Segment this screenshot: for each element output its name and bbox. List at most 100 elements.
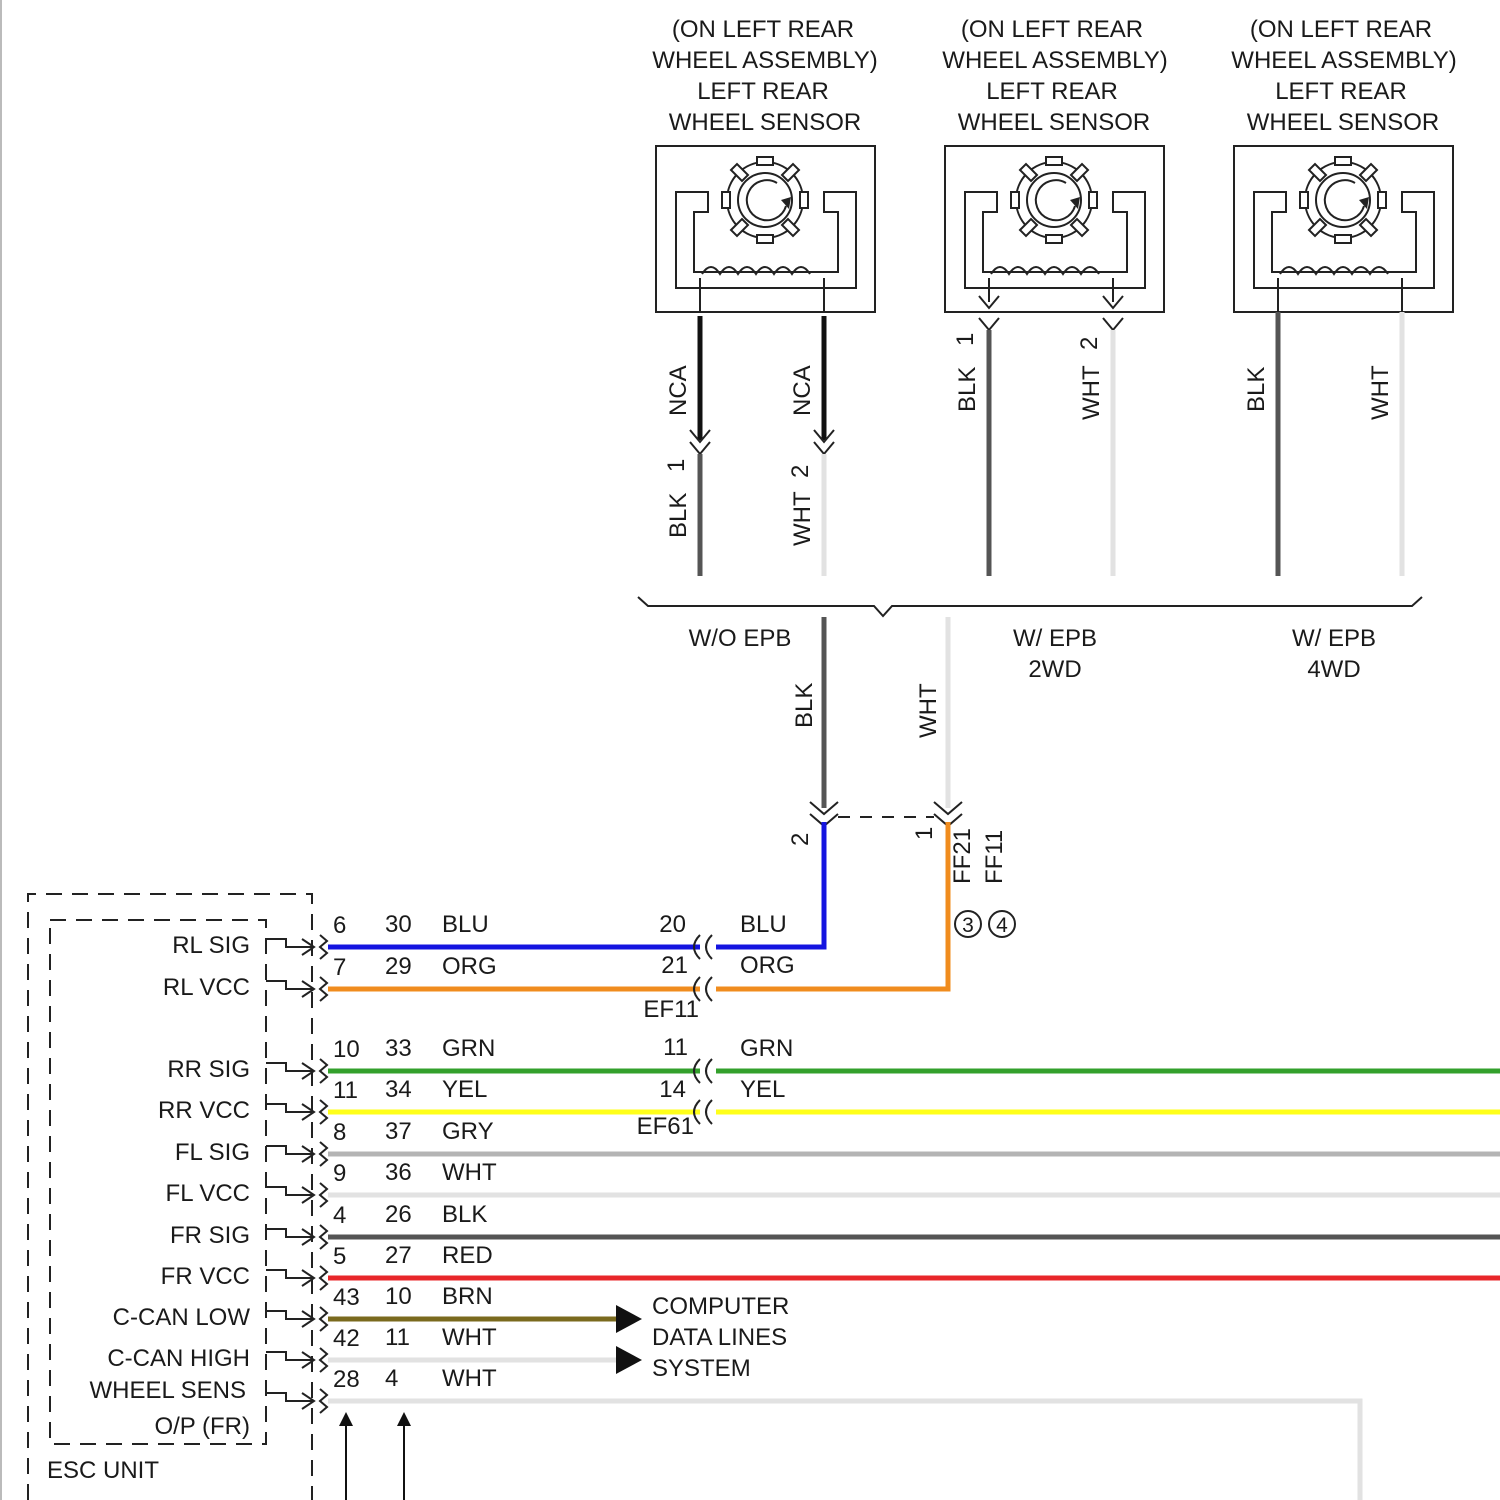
esc-pin-number-b: 30 [385, 911, 412, 938]
connector-ef11-label: EF11 [643, 996, 699, 1023]
data-lines-label-line2: DATA LINES [652, 1324, 787, 1351]
esc-pin-number-a: 43 [333, 1284, 360, 1311]
variant-bracket [638, 597, 1422, 616]
esc-pin-color: GRY [442, 1118, 494, 1145]
sensor-1-connector [690, 430, 834, 454]
esc-pin-number-b: 11 [385, 1324, 410, 1351]
esc-terminal-icon [320, 1307, 327, 1331]
esc-pin-number-b: 4 [385, 1365, 398, 1392]
esc-terminal-icon [320, 977, 327, 1001]
inline-pin-14: 14 [659, 1076, 686, 1103]
esc-terminal-icon [320, 935, 327, 959]
esc-pin-label: FL VCC [166, 1180, 250, 1207]
variant-2-label-line1: W/ EPB [1013, 625, 1097, 652]
sensor-1-pin-1: 1 [663, 459, 690, 472]
trunk-pin-2: 2 [787, 833, 814, 846]
inline-pin-11: 11 [663, 1034, 688, 1061]
sensor-1-name-line1: LEFT REAR [697, 78, 829, 105]
esc-pin-number-a: 10 [333, 1036, 360, 1063]
esc-pin-color: RED [442, 1242, 493, 1269]
sensor-3-name-line2: WHEEL SENSOR [1247, 109, 1439, 136]
inline-pin-21: 21 [661, 952, 688, 979]
esc-pin-number-b: 26 [385, 1201, 412, 1228]
esc-pin-number-a: 11 [333, 1077, 358, 1104]
esc-pin-color: GRN [442, 1035, 495, 1062]
sensor-2-wire-label-blk: BLK [954, 367, 981, 412]
esc-pin-label-line1: WHEEL SENS [90, 1377, 246, 1404]
esc-pin-color: WHT [442, 1159, 497, 1186]
note-4-label: 4 [996, 914, 1008, 937]
sensor-1-wire-label-wht: WHT [789, 491, 816, 546]
esc-pin-color: ORG [442, 953, 497, 980]
esc-pin-label: RL VCC [163, 974, 250, 1001]
esc-pin-label: RR SIG [167, 1056, 250, 1083]
esc-pin-number-a: 28 [333, 1366, 360, 1393]
sensor-2-pin-1: 1 [952, 333, 979, 346]
sensor-2-coil [991, 267, 1099, 274]
esc-pin-number-a: 9 [333, 1160, 346, 1187]
sensor-1-location-line1: (ON LEFT REAR [672, 16, 854, 43]
data-lines-arrow-icon [616, 1305, 642, 1374]
sensor-3: (ON LEFT REAR WHEEL ASSEMBLY) LEFT REAR … [1231, 16, 1456, 312]
esc-pin-label: FR SIG [170, 1222, 250, 1249]
sensor-3-location-line2: WHEEL ASSEMBLY) [1231, 47, 1456, 74]
data-lines-label-line3: SYSTEM [652, 1355, 751, 1382]
inline-color-org: ORG [740, 952, 795, 979]
sensor-1-tone-wheel-icon [722, 157, 808, 243]
sensor-1-coil [702, 267, 810, 274]
upward-arrow-icon [339, 1412, 411, 1500]
trunk-label-wht: WHT [915, 683, 942, 738]
esc-pin-number-b: 33 [385, 1035, 412, 1062]
esc-pin-number-a: 4 [333, 1202, 346, 1229]
sensor-1-name-line2: WHEEL SENSOR [669, 109, 861, 136]
sensor-2-pin-2: 2 [1076, 337, 1103, 350]
esc-pin-number-a: 6 [333, 912, 346, 939]
note-4-icon: 4 [989, 911, 1015, 937]
variant-2-label-line2: 2WD [1028, 656, 1081, 683]
esc-pin-color: BLU [442, 911, 489, 938]
esc-pin-number-b: 10 [385, 1283, 412, 1310]
esc-terminal-icon [320, 1183, 327, 1207]
sensor-1-wire-label-nca-right: NCA [789, 365, 816, 416]
sensor-2-connector [979, 318, 1123, 330]
sensor-2-location-line1: (ON LEFT REAR [961, 16, 1143, 43]
inline-color-grn: GRN [740, 1035, 793, 1062]
sensor-2-location-line2: WHEEL ASSEMBLY) [942, 47, 1167, 74]
connector-ff11-label: FF11 [981, 830, 1008, 884]
esc-pin-number-b: 37 [385, 1118, 412, 1145]
esc-pin-label: RR VCC [158, 1097, 250, 1124]
sensor-2-name-line2: WHEEL SENSOR [958, 109, 1150, 136]
wire-wht-wheel-sens [328, 1401, 1360, 1500]
esc-pin-label: RL SIG [172, 932, 250, 959]
esc-pin-label: C-CAN LOW [113, 1304, 251, 1331]
inline-pin-20: 20 [659, 911, 686, 938]
sensor-1-location-line2: WHEEL ASSEMBLY) [652, 47, 877, 74]
esc-pin-number-b: 34 [385, 1076, 412, 1103]
sensor-3-coil [1280, 267, 1388, 274]
sensor-1-wire-label-blk: BLK [665, 493, 692, 538]
esc-pin-label: FL SIG [175, 1139, 250, 1166]
esc-terminal-icon [320, 1059, 327, 1083]
trunk-pin-1: 1 [911, 827, 938, 840]
variant-1-label: W/O EPB [689, 625, 792, 652]
esc-pin-number-b: 27 [385, 1242, 412, 1269]
sensor-3-tone-wheel-icon [1300, 157, 1386, 243]
sensor-2-name-line1: LEFT REAR [986, 78, 1118, 105]
sensor-3-name-line1: LEFT REAR [1275, 78, 1407, 105]
inline-color-yel: YEL [740, 1076, 785, 1103]
esc-terminal-icon [320, 1142, 327, 1166]
sensor-1: (ON LEFT REAR WHEEL ASSEMBLY) LEFT REAR … [652, 16, 877, 312]
sensor-1-wire-label-nca-left: NCA [665, 365, 692, 416]
note-3-icon: 3 [955, 911, 981, 937]
esc-pin-color: BRN [442, 1283, 493, 1310]
esc-unit-title: ESC UNIT [47, 1457, 159, 1484]
trunk-label-blk: BLK [791, 683, 818, 728]
note-3-label: 3 [962, 914, 974, 937]
esc-pin-color: WHT [442, 1365, 497, 1392]
esc-pin-number-a: 7 [333, 954, 346, 981]
sensor-3-wire-label-blk: BLK [1243, 367, 1270, 412]
esc-pin-color: WHT [442, 1324, 497, 1351]
esc-pin-number-b: 36 [385, 1159, 412, 1186]
esc-terminal-icon [320, 1389, 327, 1413]
